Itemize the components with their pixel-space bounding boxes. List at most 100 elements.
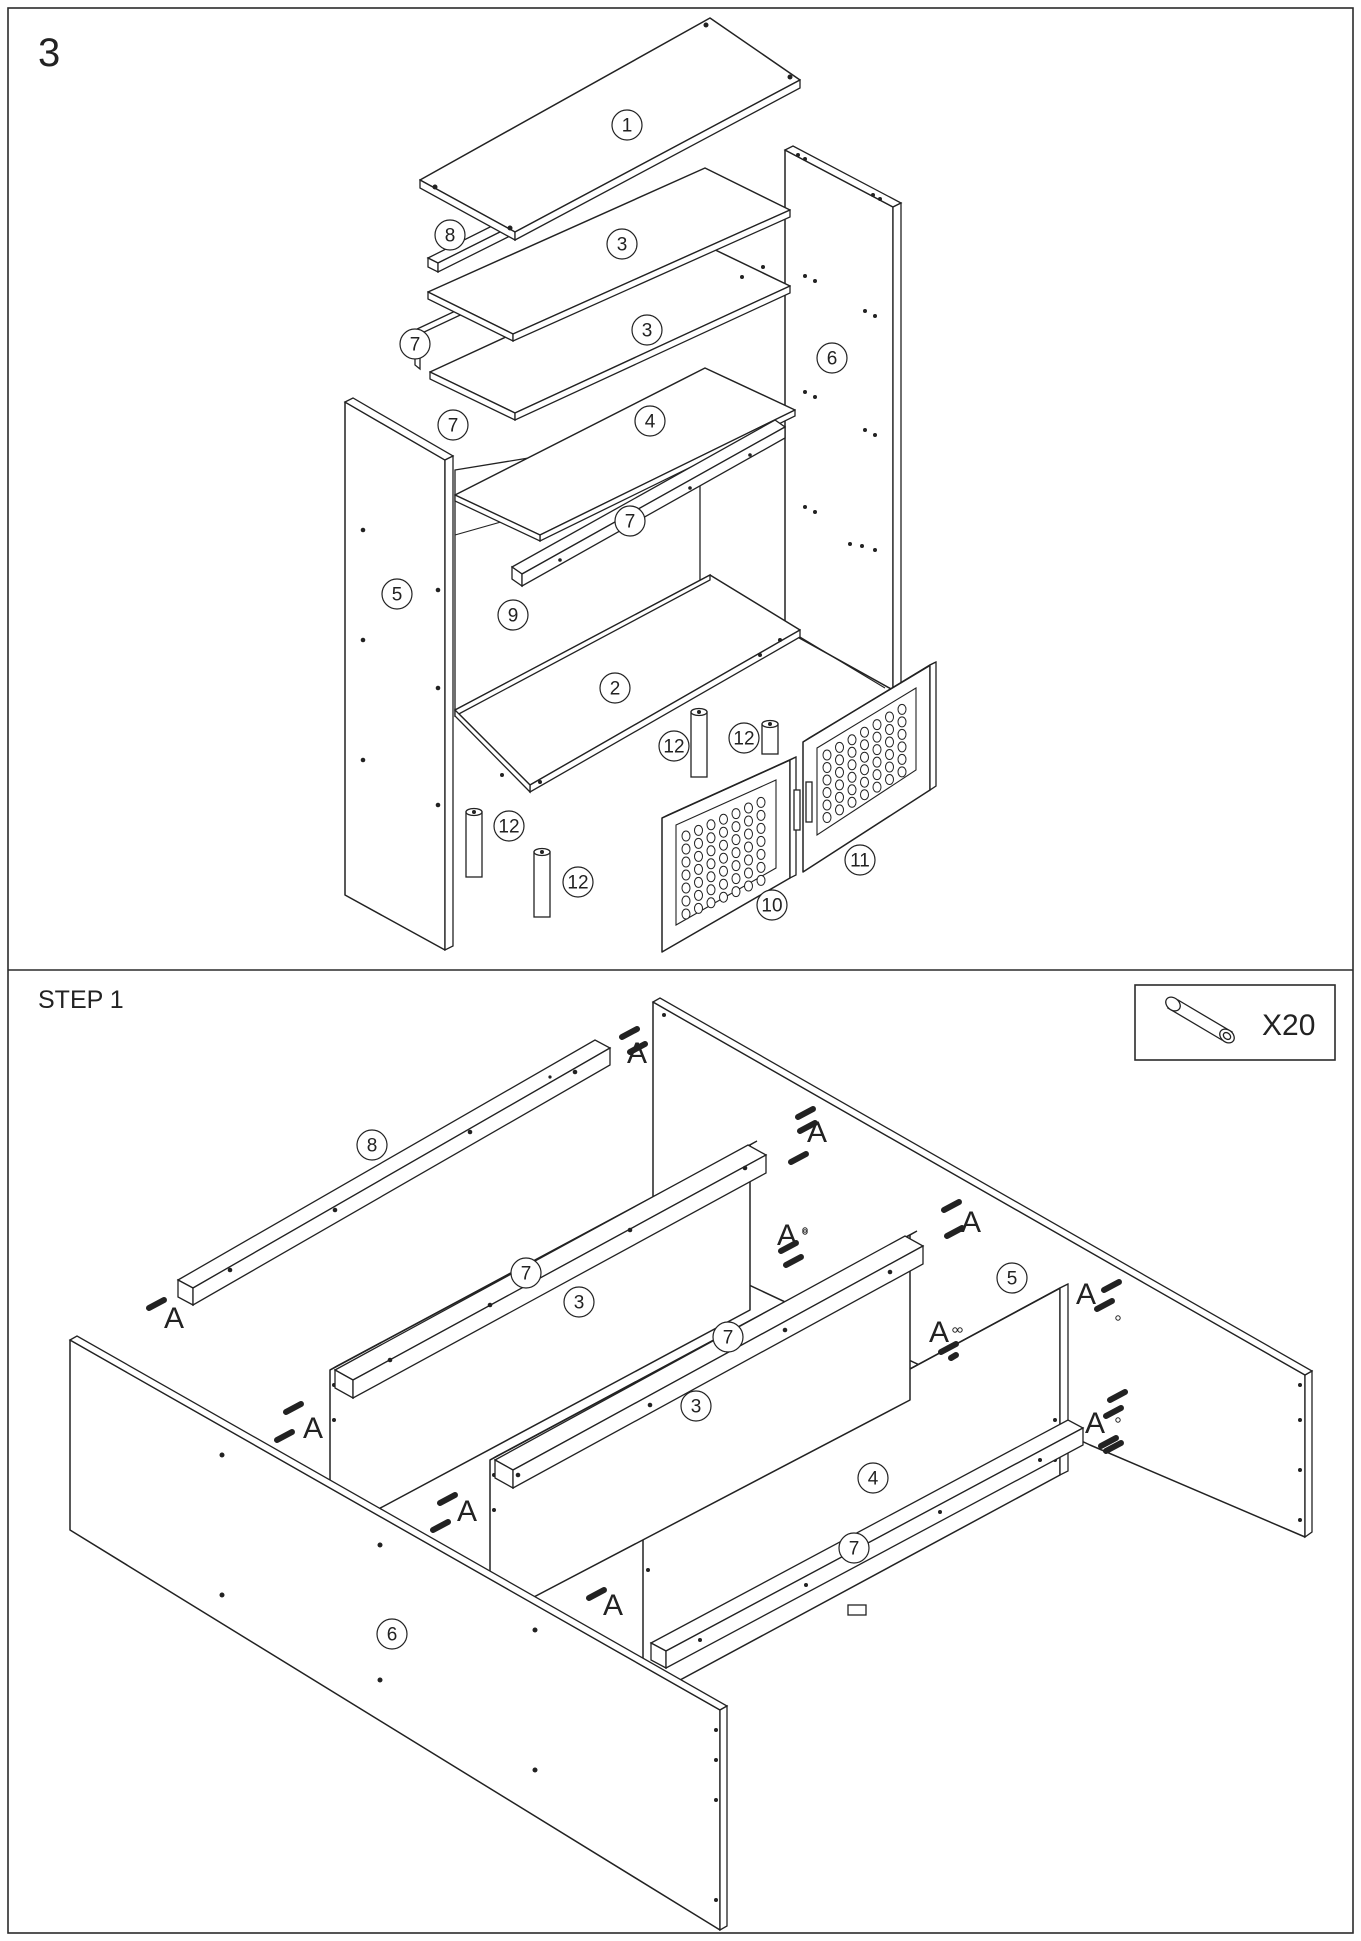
part-label-12: 12 bbox=[562, 866, 594, 898]
dowel-a-icon bbox=[627, 1041, 648, 1055]
svg-text:1: 1 bbox=[622, 116, 633, 137]
svg-text:7: 7 bbox=[521, 1264, 532, 1285]
door-10 bbox=[661, 755, 801, 953]
dowel-letter-a: A bbox=[457, 1495, 477, 1528]
quantity-text: X20 bbox=[1262, 1009, 1315, 1042]
svg-text:7: 7 bbox=[448, 416, 459, 437]
side-panel-6 bbox=[783, 145, 903, 692]
step1-part-label-7: 7 bbox=[510, 1257, 542, 1289]
svg-text:7: 7 bbox=[849, 1539, 860, 1560]
door-11-perforation bbox=[822, 703, 907, 823]
svg-text:4: 4 bbox=[645, 412, 656, 433]
exploded-view bbox=[343, 17, 937, 953]
shelf-3-lower bbox=[429, 244, 791, 422]
step1-part-label-8: 8 bbox=[356, 1129, 388, 1161]
dowel-letter-a: A bbox=[627, 1037, 647, 1070]
top-panel-1 bbox=[419, 17, 801, 242]
part-label-5: 5 bbox=[381, 578, 413, 610]
step1-part-label-3: 3 bbox=[680, 1390, 712, 1422]
svg-text:7: 7 bbox=[723, 1328, 734, 1349]
dowel-a-icon bbox=[1103, 1440, 1124, 1454]
dowel-a-icon bbox=[778, 1240, 799, 1254]
rail-7-front bbox=[510, 419, 787, 588]
dowel-a-icon bbox=[1107, 1389, 1128, 1403]
step1-part-label-5: 5 bbox=[996, 1262, 1028, 1294]
dowel-letter-a: A bbox=[1076, 1278, 1096, 1311]
svg-text:8: 8 bbox=[445, 226, 456, 247]
svg-text:7: 7 bbox=[410, 335, 421, 356]
part-label-12: 12 bbox=[658, 730, 690, 762]
dowel-a-icon bbox=[941, 1199, 962, 1213]
dowel-letter-a: A bbox=[164, 1302, 184, 1335]
dowel-letter-a: A bbox=[929, 1316, 949, 1349]
svg-text:3: 3 bbox=[691, 1397, 702, 1418]
step1-rail-7-front bbox=[649, 1419, 1085, 1670]
step-label: STEP 1 bbox=[38, 986, 124, 1014]
step1-rail-7-right bbox=[493, 1235, 925, 1490]
dowel-a-icon bbox=[1103, 1405, 1124, 1419]
figure-number: 3 bbox=[38, 31, 60, 75]
step1-part-label-4: 4 bbox=[857, 1462, 889, 1494]
svg-text:9: 9 bbox=[508, 606, 519, 627]
dowel-letter-a: A bbox=[777, 1219, 797, 1252]
dowel-a-icon bbox=[783, 1254, 804, 1268]
part-label-11: 11 bbox=[844, 844, 876, 876]
part-label-10: 10 bbox=[756, 889, 788, 921]
svg-text:7: 7 bbox=[625, 512, 636, 533]
part-label-6: 6 bbox=[816, 342, 848, 374]
dowel-a-icon bbox=[944, 1225, 965, 1239]
step1-rail-8 bbox=[176, 1039, 612, 1307]
shelf-4 bbox=[454, 367, 796, 543]
dowel-a-icon bbox=[788, 1151, 809, 1165]
svg-text:12: 12 bbox=[567, 873, 588, 894]
dowel-a-icon bbox=[948, 1352, 959, 1361]
step1-part-label-7: 7 bbox=[712, 1321, 744, 1353]
step1-part-label-7: 7 bbox=[838, 1532, 870, 1564]
svg-text:5: 5 bbox=[1007, 1269, 1018, 1290]
svg-text:8: 8 bbox=[367, 1136, 378, 1157]
part-label-1: 1 bbox=[611, 109, 643, 141]
part-label-4: 4 bbox=[634, 405, 666, 437]
step1-part-label-3: 3 bbox=[563, 1286, 595, 1318]
svg-text:3: 3 bbox=[642, 321, 653, 342]
dowel-a-icon bbox=[283, 1401, 304, 1415]
dowel-a-icon bbox=[274, 1429, 295, 1443]
dowel-a-icon bbox=[938, 1341, 959, 1355]
svg-text:3: 3 bbox=[617, 235, 628, 256]
side-panel-5 bbox=[343, 397, 455, 952]
part-label-8: 8 bbox=[434, 219, 466, 251]
svg-text:12: 12 bbox=[733, 729, 754, 750]
step1-part-labels: 8 7 3 7 3 4 7 5 6 bbox=[356, 1129, 1028, 1650]
svg-text:6: 6 bbox=[387, 1625, 398, 1646]
part-label-12: 12 bbox=[493, 810, 525, 842]
part-label-7: 7 bbox=[614, 505, 646, 537]
dowel-letter-a: A bbox=[603, 1589, 623, 1622]
part-label-7: 7 bbox=[437, 409, 469, 441]
svg-text:4: 4 bbox=[868, 1469, 879, 1490]
dowel-a-icon bbox=[430, 1519, 451, 1533]
svg-text:5: 5 bbox=[392, 585, 403, 606]
svg-text:11: 11 bbox=[850, 851, 870, 872]
dowel-a-icon bbox=[437, 1492, 458, 1506]
dowel-a-icon bbox=[586, 1587, 607, 1601]
dowel-a-icon bbox=[795, 1106, 816, 1120]
door-10-perforation bbox=[681, 796, 766, 920]
door-11 bbox=[802, 660, 937, 873]
part-label-12: 12 bbox=[728, 722, 760, 754]
part-label-3: 3 bbox=[606, 228, 638, 260]
leg-12-b bbox=[533, 847, 551, 918]
svg-text:6: 6 bbox=[827, 349, 838, 370]
dowel-letter-a: A bbox=[303, 1412, 323, 1445]
dowel-a-icon bbox=[1101, 1279, 1122, 1293]
dowel-a-icon bbox=[146, 1297, 167, 1311]
part-label-3: 3 bbox=[631, 314, 663, 346]
svg-text:12: 12 bbox=[663, 737, 684, 758]
dowel-a-icon bbox=[1094, 1298, 1115, 1312]
step1-rail-7-left bbox=[333, 1144, 768, 1400]
dowel-letter-a: A bbox=[807, 1116, 827, 1149]
dowels bbox=[146, 1026, 1128, 1601]
